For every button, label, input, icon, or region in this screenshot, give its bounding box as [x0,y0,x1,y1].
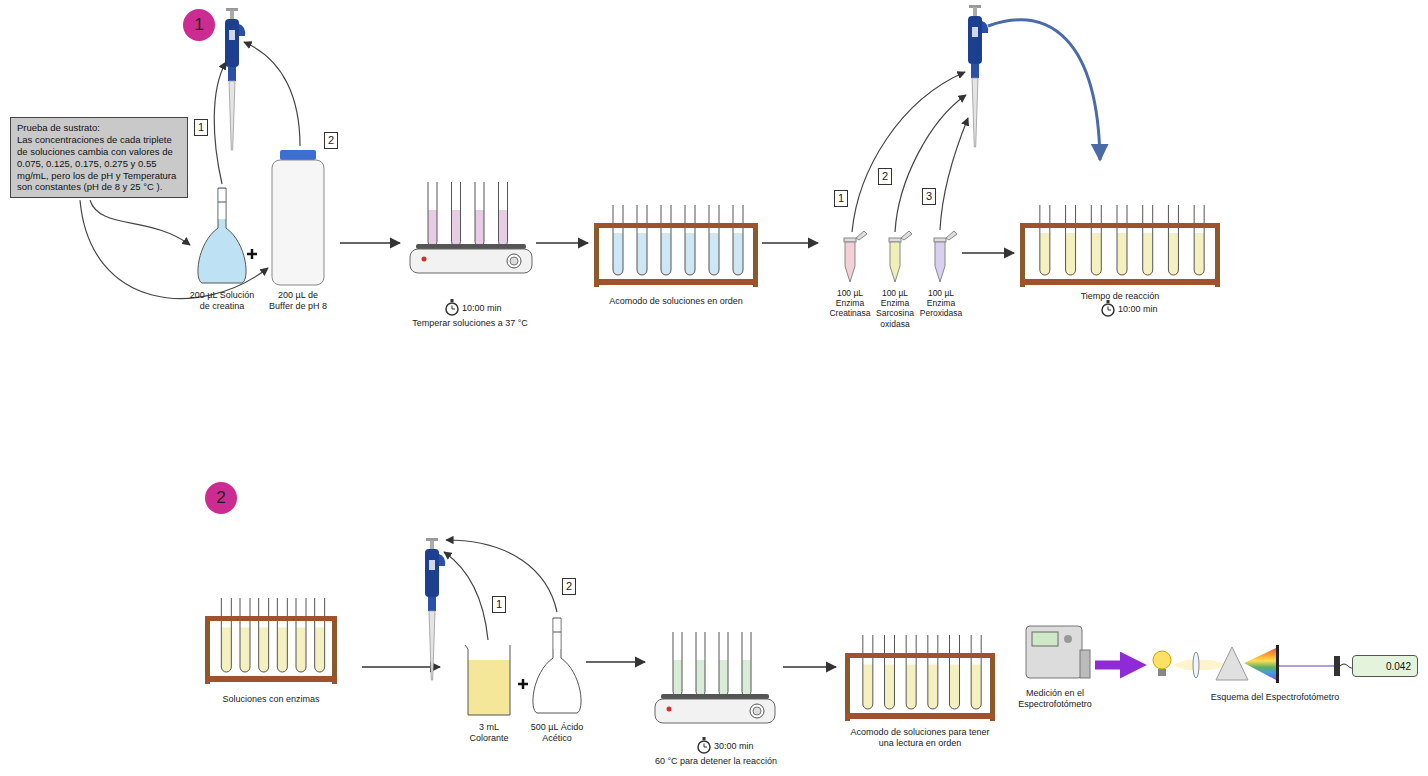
tube-rack [1020,205,1220,287]
callout-number: 2 [562,578,576,595]
caption: 100 µL Enzima Creatinasa [828,288,872,319]
caption: Acomodo de soluciones en orden [586,296,766,307]
curved-arrow [852,72,965,232]
caption: 100 µL Enzima Peroxidasa [918,288,964,319]
caption: Esquema del Espectrofotómetro [1185,692,1365,703]
volumetric-flask [198,188,246,283]
hot-plate [655,632,775,723]
micropipette [425,538,445,680]
caption: 100 µL Enzima Sarcosina oxidasa [873,288,917,329]
caption: Acomodo de soluciones para tener una lec… [845,727,995,749]
hot-plate [410,182,532,273]
micropipette [225,8,245,150]
spectrophotometer [1026,626,1090,678]
tube-rack [205,598,337,684]
micro-tube [889,231,912,282]
step-number: 2 [205,482,237,514]
caption: Soluciones con enzimas [191,694,351,705]
node-text: 1 [838,192,844,205]
flow-arrow [536,243,588,244]
node-text: 2 [216,488,225,508]
caption: 3 mL Colorante [461,722,517,744]
buffer-bottle [272,150,324,285]
caption: 200 µL de Buffer de pH 8 [267,290,329,312]
flow-arrow [362,667,440,668]
timer-label: 10:00 min [1118,304,1158,315]
display-readout: 0.042 [1352,655,1418,677]
note-heading: Prueba de sustrato: [17,122,181,134]
curved-arrow [940,118,968,230]
caption: Temperar soluciones a 37 °C [385,318,555,329]
curved-arrow [90,200,190,245]
stopwatch-icon [446,299,458,315]
tube-rack [845,635,995,721]
node-text: 3 [926,190,932,203]
stopwatch-icon [698,737,710,753]
curved-arrow [80,200,268,298]
micropipette [968,5,988,147]
node-text: 1 [496,598,502,611]
caption: Tiempo de reacción [1045,291,1195,302]
note-body: Las concentraciones de cada triplete de … [17,134,181,193]
callout-number: 3 [922,188,936,205]
node-text: 2 [566,580,572,593]
callout-number: 1 [834,190,848,207]
step-number: 1 [183,9,215,41]
timer-label: 10:00 min [462,303,502,314]
note-box: Prueba de sustrato:Las concentraciones d… [10,117,188,198]
callout-number: 1 [194,119,208,136]
callout-number: 2 [324,132,338,149]
curved-arrow [214,62,226,184]
node-text: 2 [328,134,334,147]
plus-sign [247,249,257,259]
flow-arrow [586,662,645,663]
node-text: 2 [882,170,888,183]
flow-arrow [340,243,400,244]
curved-arrow [446,540,557,612]
micro-tube [934,231,957,282]
timer-label: 30:00 min [714,741,754,752]
spectrophotometer-scheme [1095,645,1354,683]
node-text: 1 [198,121,204,134]
flow-arrow [783,667,836,668]
caption: 500 µL Ácido Acético [528,722,586,744]
node-text: 1 [194,15,203,35]
volumetric-flask [533,618,581,713]
curved-arrow [895,95,966,232]
plus-sign [518,679,528,689]
flow-arrow [762,243,818,244]
micro-tube [844,231,867,282]
beaker [465,645,510,715]
curved-arrow [988,20,1100,160]
tube-rack [594,205,758,287]
stopwatch-icon [1102,300,1114,316]
curved-arrow [444,552,488,640]
caption: 60 °C para detener la reacción [631,756,801,767]
caption: 200 µL Solución de creatina [186,290,258,312]
caption: Medición en el Espectrofotómetro [1005,688,1105,710]
callout-number: 2 [878,168,892,185]
node-text: 0.042 [1386,661,1411,672]
flow-arrow [962,253,1014,254]
callout-number: 1 [492,596,506,613]
curved-arrow [244,42,300,146]
